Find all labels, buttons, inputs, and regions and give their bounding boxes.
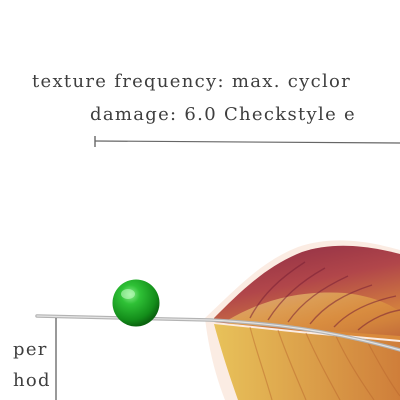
annotation-line-1: texture frequency: max. cyclor (32, 71, 352, 92)
side-label-line-2: hod (13, 370, 51, 391)
dimension-bracket (94, 136, 400, 147)
feather-shaft (35, 314, 400, 352)
feather-illustration (205, 240, 400, 400)
annotation-line-2: damage: 6.0 Checkstyle e (90, 104, 356, 125)
green-sphere-icon[interactable] (112, 279, 160, 327)
side-label-line-1: per (13, 339, 48, 360)
